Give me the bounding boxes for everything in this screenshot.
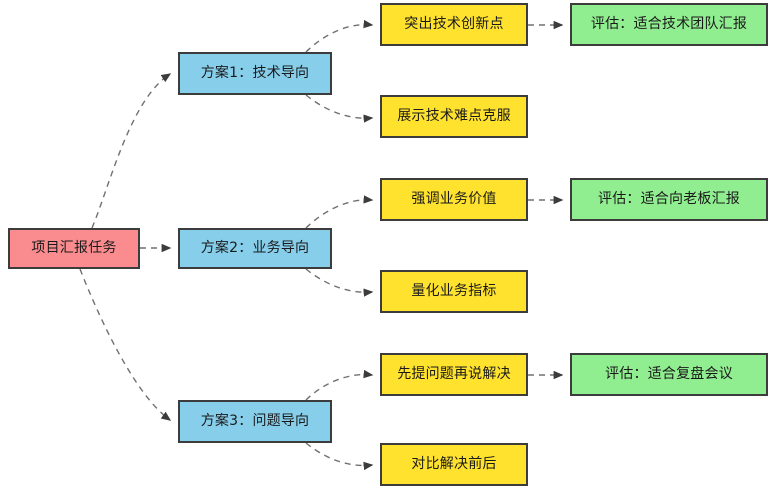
edge-opt1-p1b [305,94,374,123]
node-e2[interactable]: 评估：适合向老板汇报 [570,178,768,221]
edge-opt2-p2b [305,268,374,297]
node-opt1[interactable]: 方案1：技术导向 [178,52,332,95]
node-e1[interactable]: 评估：适合技术团队汇报 [570,3,768,46]
node-label: 方案2：业务导向 [200,240,310,257]
node-p1b[interactable]: 展示技术难点克服 [380,95,528,138]
node-e3[interactable]: 评估：适合复盘会议 [570,353,768,396]
node-label: 项目汇报任务 [31,240,117,257]
node-p2a[interactable]: 强调业务价值 [380,178,528,221]
node-opt2[interactable]: 方案2：业务导向 [178,228,332,269]
node-p2b[interactable]: 量化业务指标 [380,270,528,313]
edge-root-opt1 [91,73,172,229]
node-p3a[interactable]: 先提问题再说解决 [380,353,528,396]
node-label: 方案1：技术导向 [200,65,310,82]
edge-opt1-p1a [305,19,374,53]
node-label: 评估：适合复盘会议 [605,366,733,383]
edge-opt3-p3a [305,369,374,401]
node-label: 突出技术创新点 [404,16,504,33]
edge-opt2-p2a [305,195,374,229]
node-p3b[interactable]: 对比解决前后 [380,443,528,486]
node-label: 评估：适合向老板汇报 [598,191,740,208]
node-opt3[interactable]: 方案3：问题导向 [178,400,332,443]
edge-root-opt3 [79,268,172,421]
node-label: 方案3：问题导向 [200,413,310,430]
edge-opt3-p3b [305,442,374,471]
node-label: 展示技术难点克服 [397,108,511,125]
node-label: 强调业务价值 [411,191,497,208]
node-p1a[interactable]: 突出技术创新点 [380,3,528,46]
node-label: 先提问题再说解决 [397,366,511,383]
node-label: 量化业务指标 [411,283,497,300]
node-label: 对比解决前后 [411,456,497,473]
node-root[interactable]: 项目汇报任务 [8,228,140,269]
node-label: 评估：适合技术团队汇报 [590,16,748,33]
